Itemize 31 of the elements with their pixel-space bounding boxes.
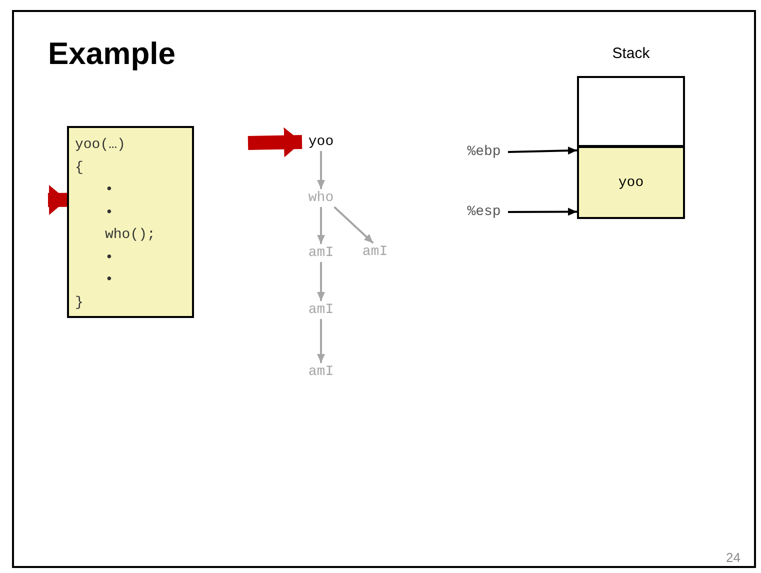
page-number: 24 — [726, 550, 740, 565]
function-name: amI — [302, 363, 340, 381]
stack-frame: yoo — [577, 146, 685, 219]
arrow — [334, 206, 374, 244]
arrow — [317, 207, 325, 244]
register-label: %ebp — [460, 143, 508, 161]
function-name: amI — [302, 301, 340, 319]
arrow — [508, 146, 578, 155]
code-box — [67, 126, 194, 318]
code-line: who(); — [104, 226, 156, 245]
function-name: who — [302, 189, 340, 207]
arrow — [317, 319, 325, 363]
code-line: • — [104, 181, 114, 200]
function-name: yoo — [302, 133, 340, 151]
code-line: • — [104, 271, 114, 290]
stack-slot — [577, 76, 685, 147]
slide-title: Example — [48, 36, 176, 72]
code-line: { — [75, 158, 84, 178]
pointer-arrow — [48, 185, 68, 215]
code-line: • — [104, 204, 114, 222]
pointer-arrow — [248, 127, 302, 158]
function-name: amI — [356, 243, 394, 261]
code-line: } — [75, 294, 84, 312]
code-line: yoo(…) — [75, 136, 126, 155]
register-label: %esp — [460, 203, 508, 221]
arrow — [508, 208, 577, 216]
arrow — [317, 151, 325, 189]
code-line: • — [104, 248, 114, 268]
function-name: amI — [302, 244, 340, 262]
arrow — [317, 262, 325, 301]
stack-heading: Stack — [611, 44, 651, 64]
